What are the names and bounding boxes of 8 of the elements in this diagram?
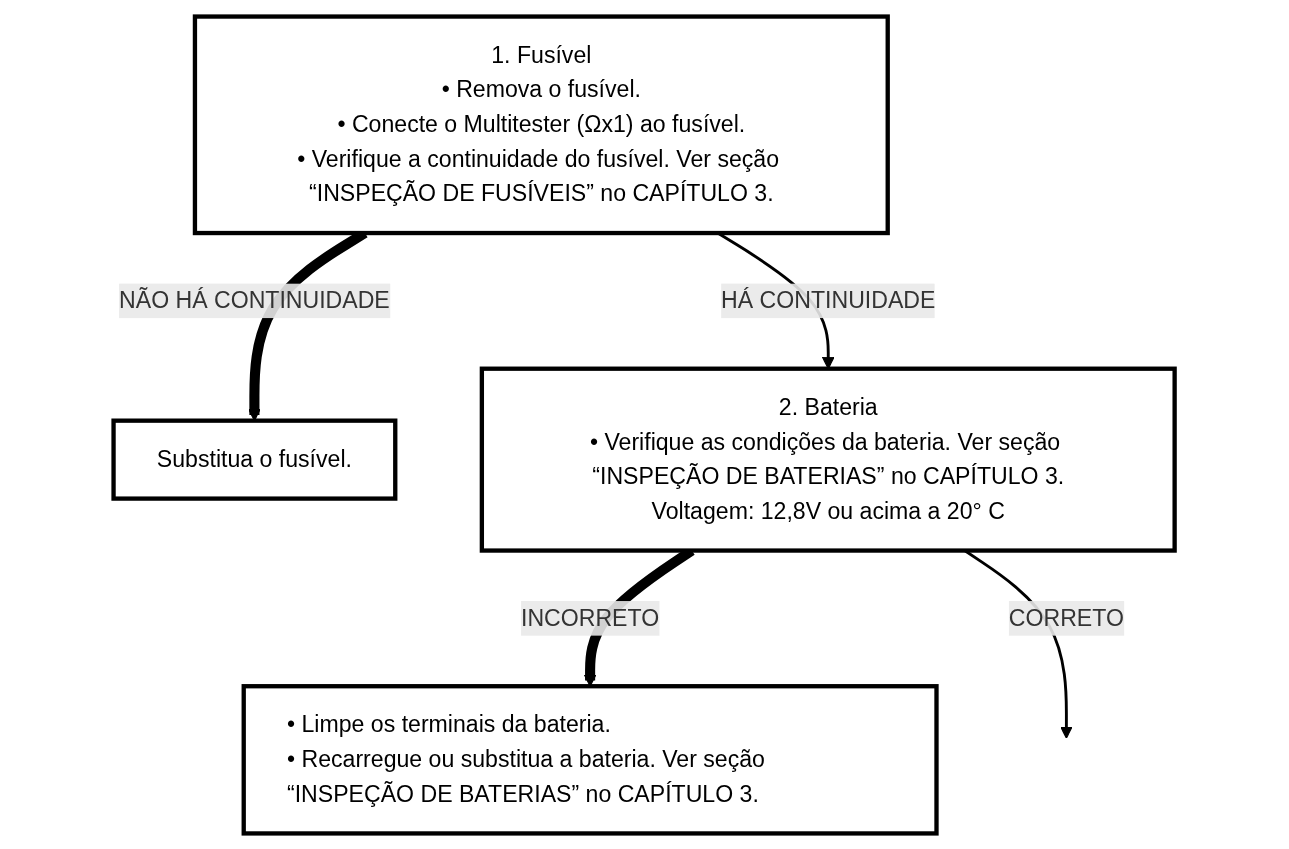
node-box: • Limpe os terminais da bateria. • Recarregue ou substitua a bateria. Ver seção “INSPEÇÃO DE BATERIAS” no CAPÍTULO 3. [241, 683, 940, 836]
edge-label: NÃO HÁ CONTINUIDADE [119, 287, 391, 312]
edge-label: HÁ CONTINUIDADE [721, 287, 936, 312]
edge-label: INCORRETO [521, 604, 660, 630]
node-box: 1. Fusível • Remova o fusível. • Conecte o Multitester (Ωx1) ao fusível. • Verifique a continuidade do fusível. Ver seção “INSPEÇÃO DE FUSÍVEIS” no CAPÍTULO 3. [193, 13, 891, 235]
node-box: 2. Bateria • Verifique as condições da bateria. Ver seção “INSPEÇÃO DE BATERIAS” no CAPÍTULO 3. Voltagem: 12,8V ou acima a 20° C [480, 366, 1178, 553]
node-box: Substitua o fusível. [111, 418, 398, 501]
edge-label: CORRETO [1009, 604, 1125, 630]
